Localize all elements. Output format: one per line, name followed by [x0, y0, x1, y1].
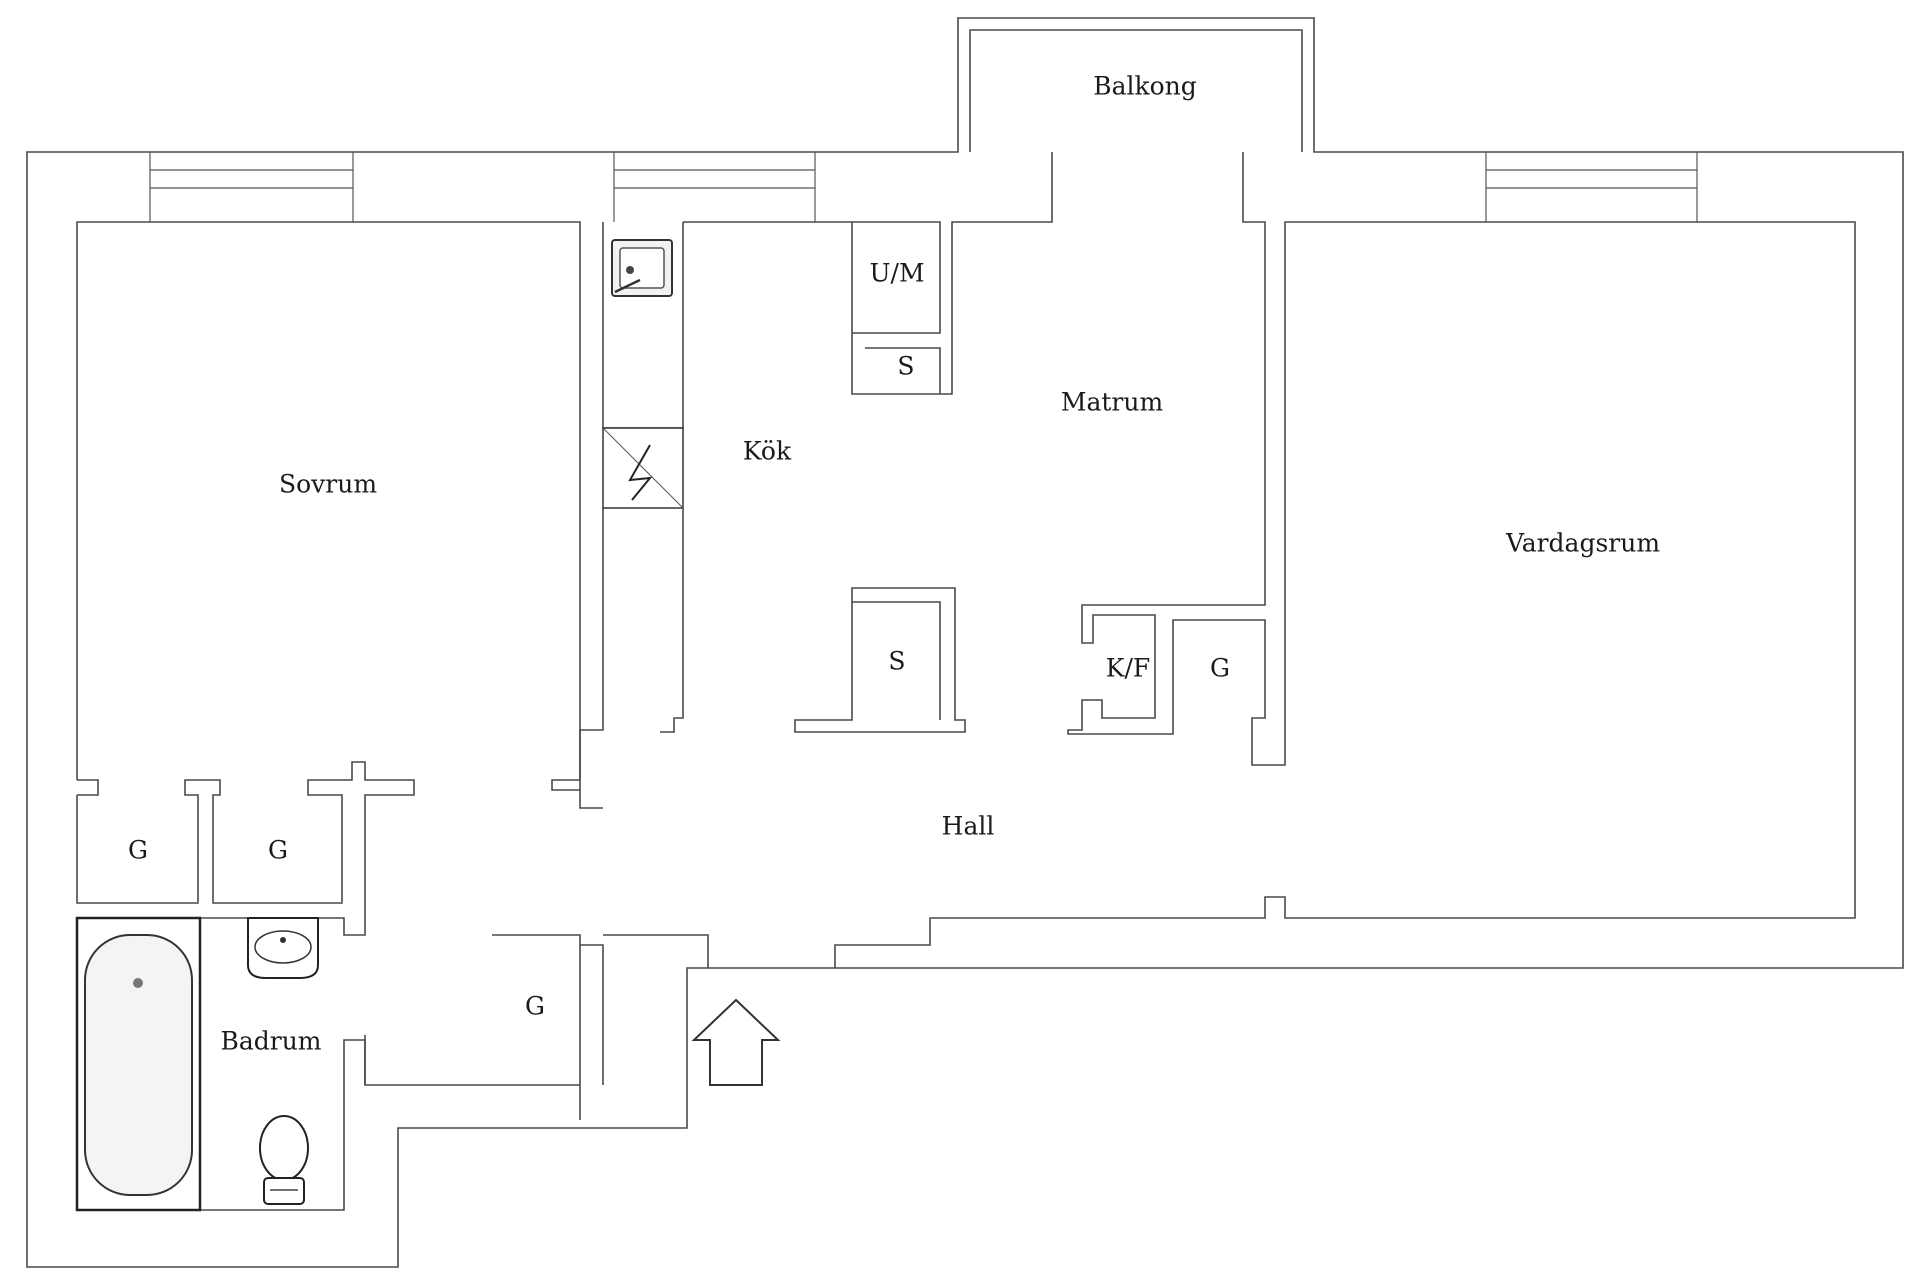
- label-g-right: G: [1210, 654, 1230, 683]
- stove-icon: [602, 427, 684, 509]
- label-hall: Hall: [942, 812, 995, 841]
- label-badrum: Badrum: [220, 1027, 321, 1056]
- hall-bottom-wall: [364, 934, 709, 1120]
- balcony-inner: [969, 29, 1303, 152]
- label-s-mid: S: [888, 647, 905, 676]
- bathtub-icon: [75, 916, 202, 1212]
- label-vardagsrum: Vardagsrum: [1505, 529, 1660, 558]
- window-kok: [613, 152, 816, 222]
- toilet-icon: [259, 1115, 309, 1205]
- entrance-arrow-icon: [691, 998, 781, 1086]
- washbasin-icon: [247, 917, 319, 979]
- window-vardagsrum: [1485, 152, 1698, 222]
- outer-wall: [26, 17, 1904, 1268]
- kitchen-counter: [579, 222, 684, 809]
- label-s-top: S: [897, 352, 914, 381]
- um-cabinet: [852, 221, 941, 394]
- label-kok: Kök: [743, 437, 792, 466]
- label-kf: K/F: [1106, 654, 1150, 683]
- window-sovrum: [149, 152, 354, 222]
- label-sovrum: Sovrum: [279, 470, 377, 499]
- label-balkong: Balkong: [1093, 72, 1197, 101]
- sink-icon: [611, 239, 673, 297]
- label-um: U/M: [869, 259, 924, 288]
- closet-walls-left: [76, 761, 415, 936]
- sovrum-wall: [76, 221, 581, 791]
- center-storage: [794, 587, 966, 733]
- matrum-divider: [834, 152, 1856, 968]
- label-g-bottom: G: [525, 992, 545, 1021]
- label-matrum: Matrum: [1061, 388, 1164, 417]
- label-g-left1: G: [128, 836, 148, 865]
- label-g-left2: G: [268, 836, 288, 865]
